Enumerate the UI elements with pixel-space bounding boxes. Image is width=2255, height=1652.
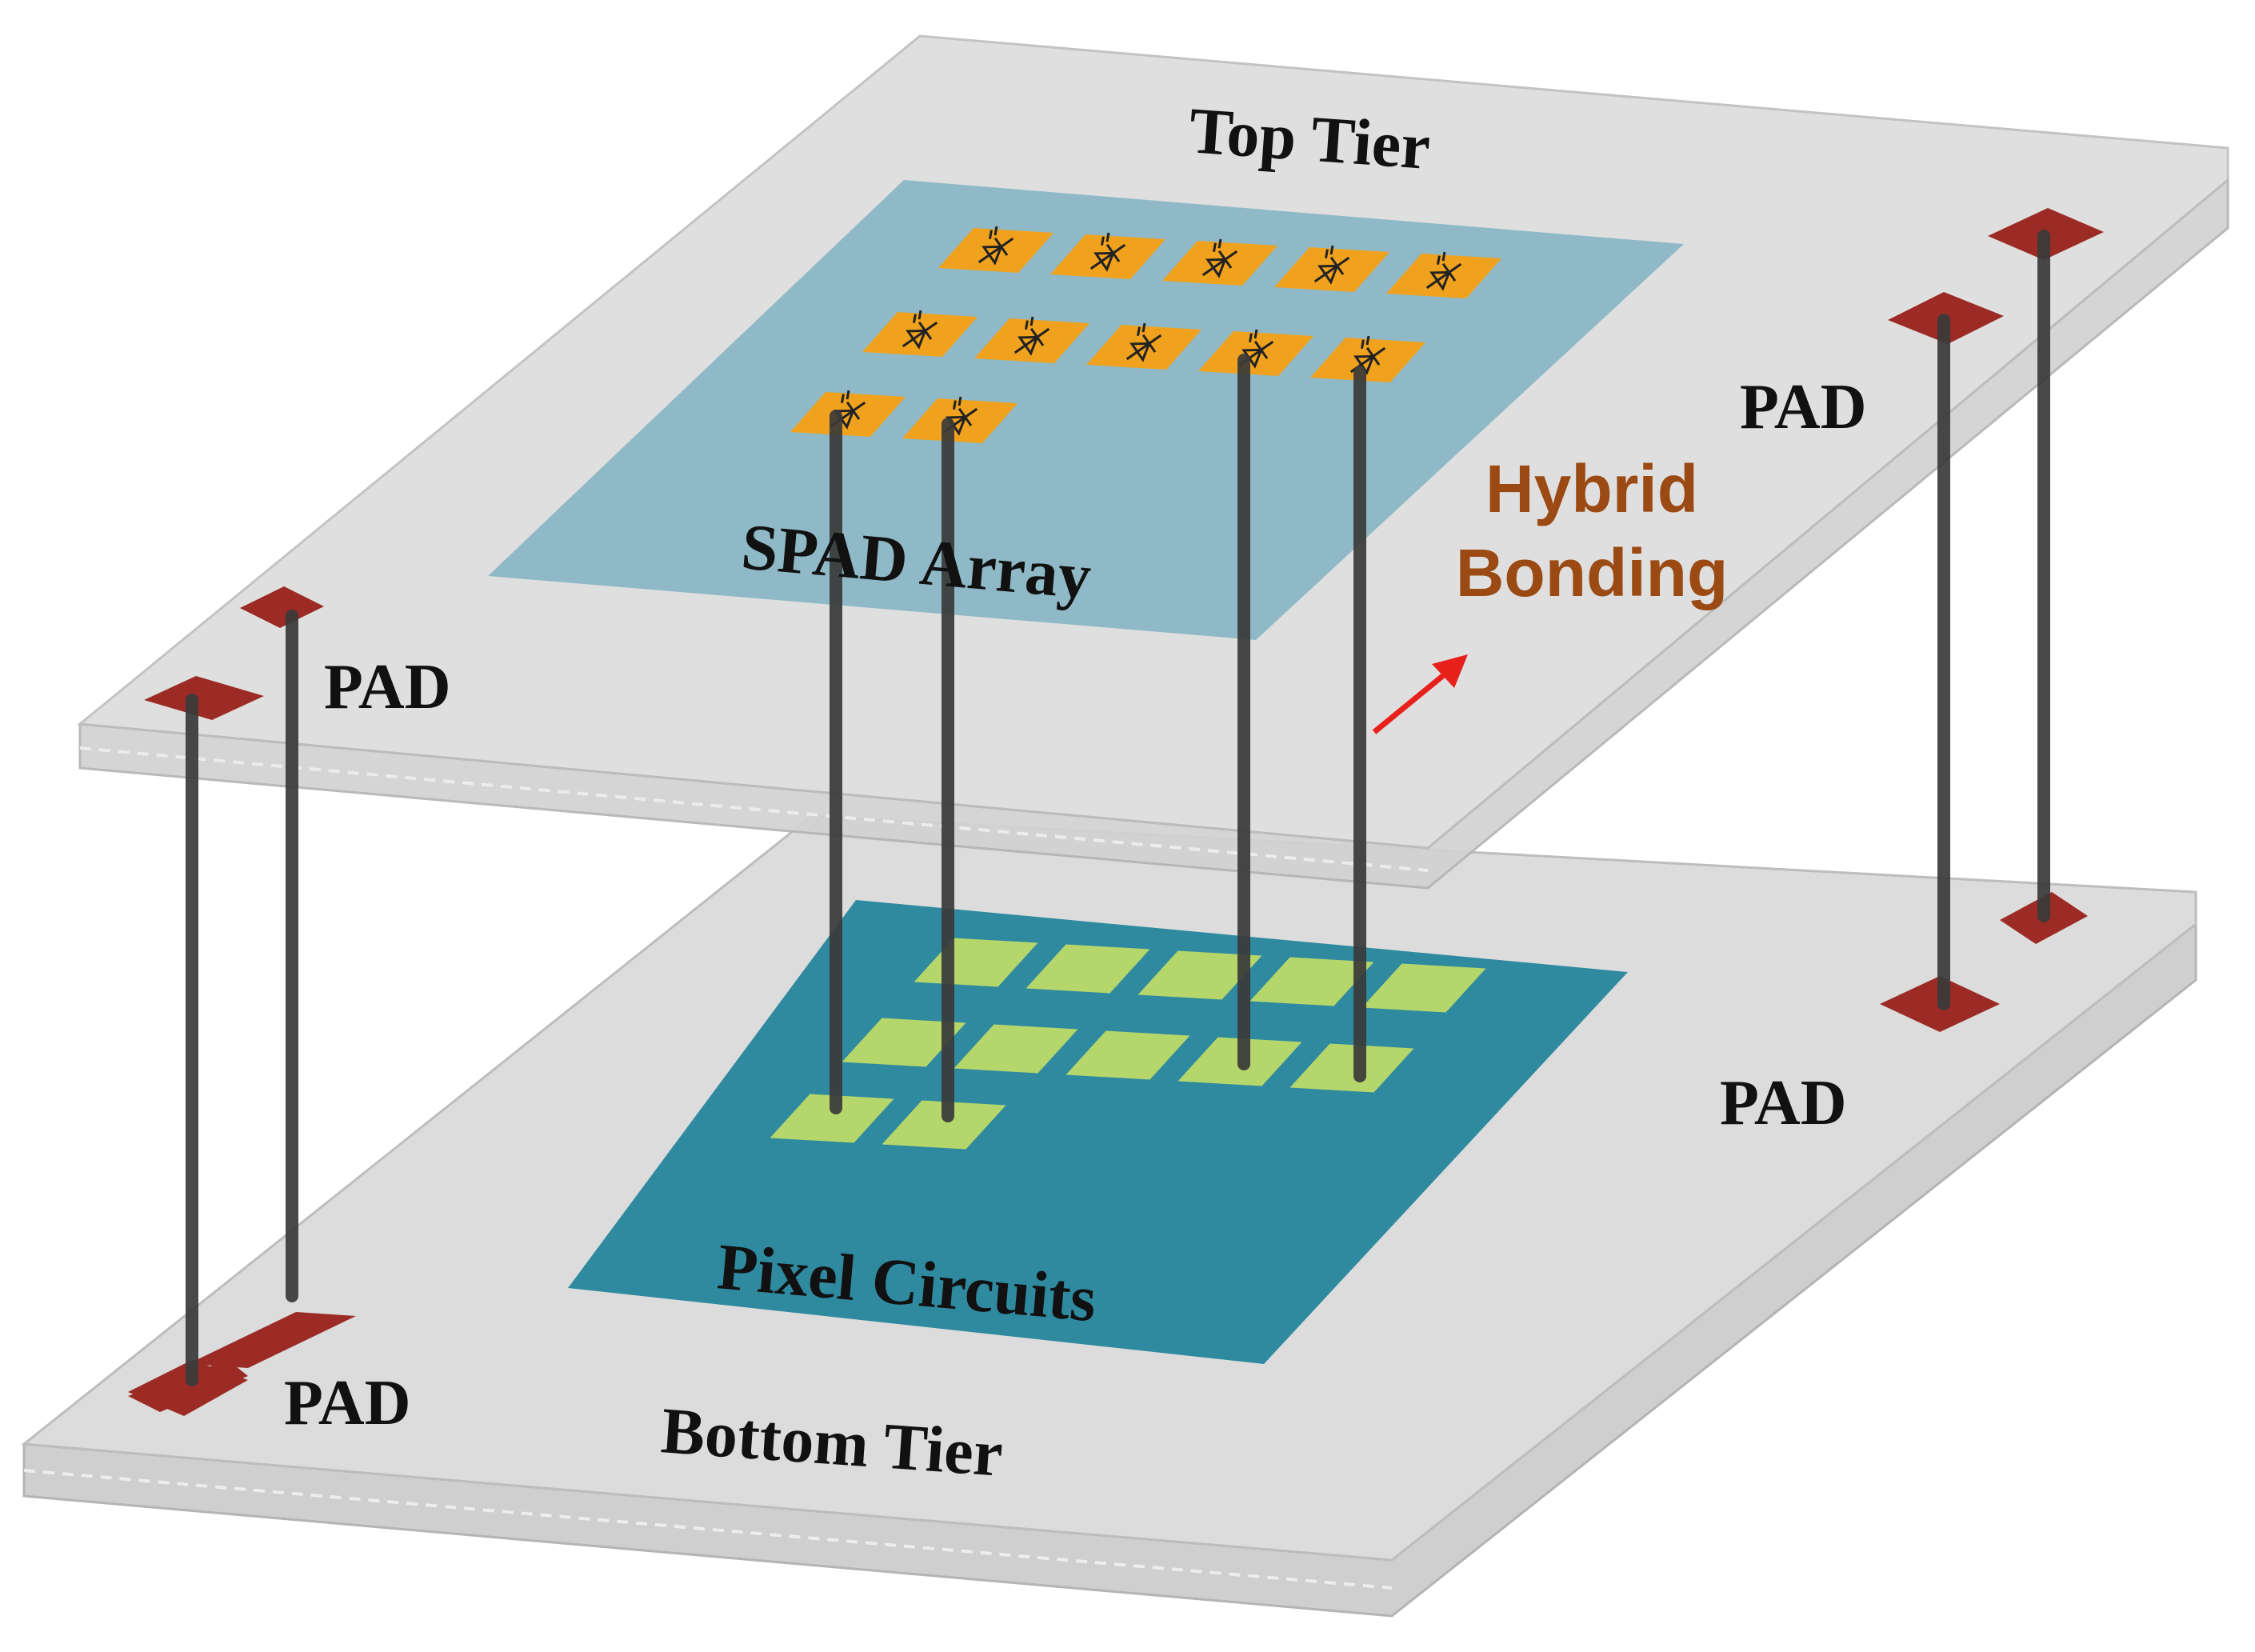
pad-top-left-1	[240, 586, 324, 628]
pixel-cell	[1361, 963, 1486, 1013]
spad-cell	[938, 226, 1054, 273]
pixel-cell	[954, 1024, 1078, 1074]
spad-array-region	[488, 180, 1684, 640]
pixel-cell	[1249, 957, 1374, 1006]
pad-label-bottom-right: PAD	[1720, 1068, 1846, 1138]
spad-cell	[1162, 238, 1277, 286]
pixel-cell-grid	[770, 938, 1486, 1150]
diode-icon	[1090, 232, 1126, 272]
pad-bottom-left-1	[188, 1312, 356, 1368]
hybrid-bonding-label-line1: Hybrid	[1485, 451, 1698, 526]
top-tier-label: Top Tier	[1187, 94, 1433, 183]
pixel-cell	[842, 1018, 966, 1067]
spad-cell	[1050, 232, 1165, 279]
arrow-icon	[1372, 654, 1468, 734]
vias	[186, 230, 2050, 1386]
pad-bottom-left-3	[128, 1360, 248, 1416]
spad-cell	[1274, 245, 1389, 292]
pixel-cell	[1066, 1030, 1190, 1080]
bottom-pads	[128, 892, 2088, 1416]
pixel-cell	[882, 1100, 1006, 1150]
diode-icon	[1201, 238, 1238, 278]
pad-label-bottom-left: PAD	[284, 1368, 410, 1438]
diode-icon	[902, 310, 938, 350]
pad-label-top-right: PAD	[1740, 372, 1866, 442]
spad-cell	[1386, 251, 1501, 298]
pad-label-top-left: PAD	[324, 652, 450, 722]
spad-cell	[790, 390, 906, 437]
spad-cell	[1310, 335, 1425, 382]
diode-icon	[1014, 316, 1050, 356]
pixel-cell	[1289, 1043, 1414, 1093]
diode-icon	[1425, 251, 1462, 291]
spad-cell	[902, 396, 1018, 443]
spad-cell	[862, 310, 978, 357]
pixel-cell	[1137, 950, 1262, 1000]
spad-cell	[974, 316, 1090, 363]
pixel-cell	[1026, 944, 1150, 994]
spad-cell	[1086, 322, 1201, 370]
hybrid-bonding-label-line2: Bonding	[1456, 535, 1729, 610]
diode-icon	[1126, 322, 1162, 362]
spad-array-area	[488, 180, 1684, 640]
diode-icon	[1313, 245, 1350, 285]
spad-cell-grid	[790, 226, 1501, 443]
pixel-cell	[770, 1094, 894, 1143]
diode-icon	[978, 226, 1014, 266]
pad-top-left-2	[144, 676, 264, 720]
